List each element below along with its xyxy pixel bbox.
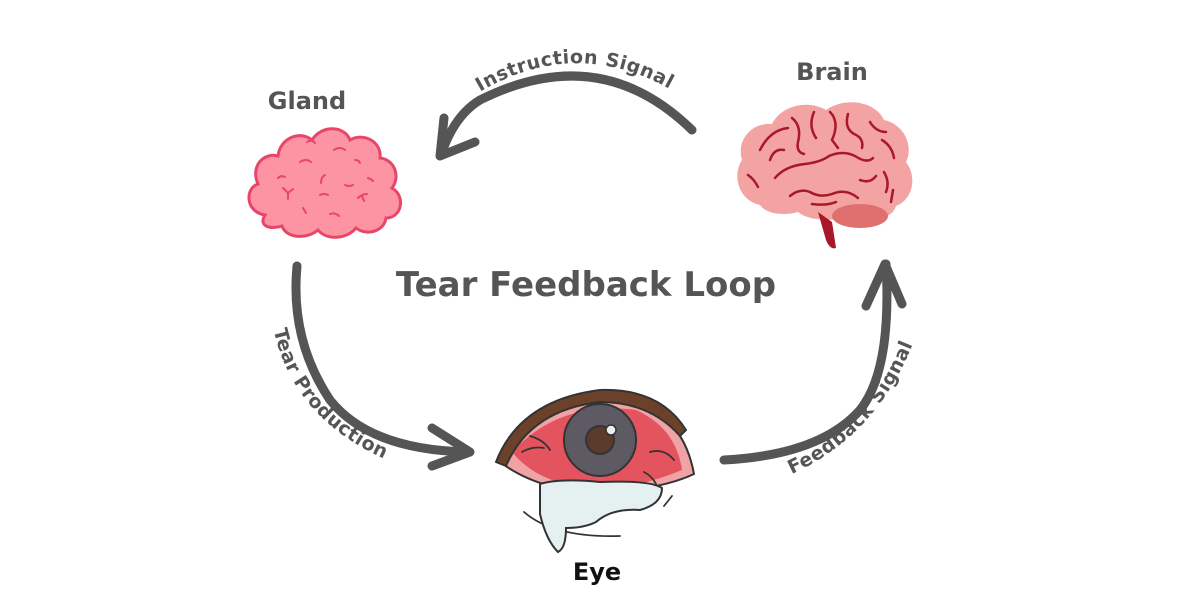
feedback-signal-label: Feedback Signal	[784, 337, 917, 478]
eye-label: Eye	[573, 558, 621, 586]
arrow-feedback-signal	[719, 259, 907, 465]
teary-eye-icon	[494, 388, 696, 554]
gland-label: Gland	[268, 87, 346, 115]
arrow-tear-production	[291, 261, 475, 471]
brain-icon	[737, 102, 913, 249]
diagram-title: Tear Feedback Loop	[396, 265, 776, 305]
brain-label: Brain	[796, 58, 868, 86]
arrow-instruction-signal	[435, 71, 697, 161]
gland-icon	[247, 127, 402, 239]
